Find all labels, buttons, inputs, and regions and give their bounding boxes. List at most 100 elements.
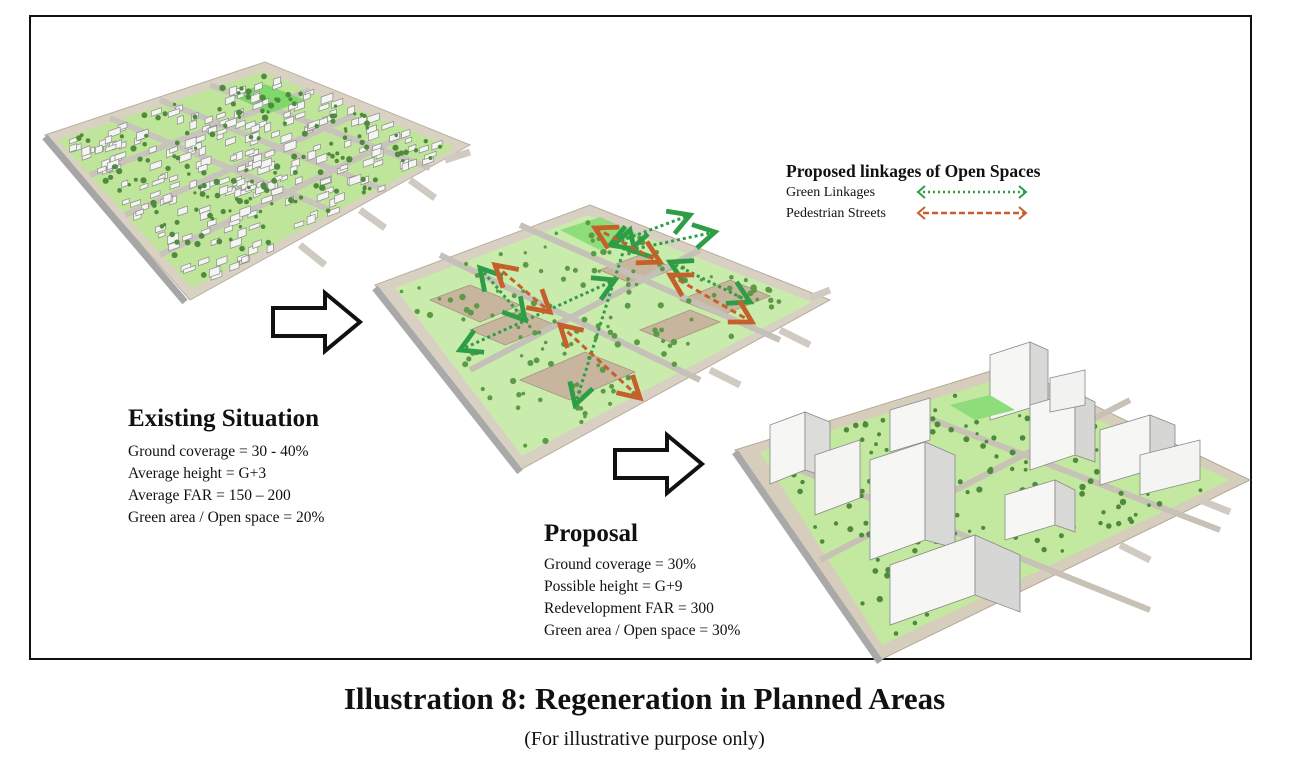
building-mark <box>219 184 229 196</box>
tree-mark <box>267 102 275 109</box>
tree-mark <box>342 135 348 140</box>
building-mark <box>135 208 144 217</box>
building-mark <box>247 209 258 219</box>
tree-mark <box>1119 498 1127 506</box>
tree-mark <box>112 164 118 170</box>
tree-mark <box>974 419 979 425</box>
building-mark <box>260 157 273 170</box>
tree-mark <box>464 261 469 266</box>
tree-mark <box>872 568 879 574</box>
tree-mark <box>912 620 918 626</box>
tree-mark <box>1009 449 1016 456</box>
tree-mark <box>819 539 825 544</box>
tree-mark <box>863 520 869 526</box>
tree-mark <box>509 377 517 385</box>
tree-mark <box>1198 488 1203 493</box>
tree-mark <box>1118 490 1124 496</box>
building-mark <box>162 192 172 205</box>
tree-mark <box>755 297 760 302</box>
tree-mark <box>542 437 549 444</box>
tree-mark <box>924 612 930 617</box>
tree-mark <box>292 170 298 175</box>
building-mark <box>252 100 264 111</box>
tree-mark <box>282 121 287 126</box>
tree-mark <box>119 134 124 139</box>
tree-mark <box>1098 520 1103 526</box>
tree-mark <box>480 386 485 392</box>
building-mark <box>106 158 120 171</box>
tree-mark <box>247 185 251 190</box>
building-mark <box>169 181 180 190</box>
tree-mark <box>1087 478 1094 485</box>
tree-mark <box>150 199 157 207</box>
tree-mark <box>466 356 472 362</box>
building-mark <box>208 265 221 278</box>
building-mark <box>229 85 237 97</box>
building-mark <box>271 129 280 139</box>
tree-mark <box>291 101 297 107</box>
tree-mark <box>172 102 177 106</box>
tree-mark <box>169 231 175 238</box>
tree-mark <box>228 237 233 242</box>
tree-mark <box>428 156 433 160</box>
tree-mark <box>216 238 223 245</box>
tree-mark <box>768 304 775 310</box>
tree-mark <box>162 111 168 117</box>
tree-mark <box>319 184 326 191</box>
tree-mark <box>361 190 366 195</box>
tree-mark <box>948 426 954 433</box>
building-mark <box>230 153 238 162</box>
proposal-stats: Ground coverage = 30% Possible height = … <box>544 554 740 642</box>
tree-mark <box>874 442 878 447</box>
existing-situation-title: Existing Situation <box>128 405 320 432</box>
tree-mark <box>533 357 540 364</box>
building-mark <box>179 151 192 164</box>
tree-mark <box>414 308 420 315</box>
tree-mark <box>1034 537 1041 544</box>
building-mark <box>150 107 162 117</box>
legend-title: Proposed linkages of Open Spaces <box>786 161 1041 181</box>
tree-mark <box>423 139 428 144</box>
tree-mark <box>230 101 236 107</box>
tree-mark <box>194 207 199 212</box>
tree-mark <box>394 133 399 138</box>
tree-mark <box>880 417 886 423</box>
tree-mark <box>1093 468 1100 475</box>
tree-mark <box>1147 503 1151 508</box>
proposal-ground-coverage: Ground coverage = 30% <box>544 556 697 573</box>
tree-mark <box>137 156 143 162</box>
building-mark <box>169 145 178 154</box>
building-mark <box>250 123 260 134</box>
tree-mark <box>863 421 867 425</box>
tree-mark <box>298 195 304 200</box>
tree-mark <box>523 443 528 448</box>
tree-mark <box>219 84 226 92</box>
tree-mark <box>187 172 191 176</box>
building-mark <box>216 127 228 136</box>
tree-mark <box>85 138 91 144</box>
building-mark <box>293 100 305 112</box>
tree-mark <box>102 177 109 184</box>
tree-mark <box>228 209 232 213</box>
building-mark <box>81 145 91 157</box>
tree-mark <box>108 174 114 180</box>
tree-mark <box>859 437 865 443</box>
tree-mark <box>274 97 278 102</box>
building-mark <box>271 185 284 197</box>
building-mark <box>344 139 352 149</box>
tree-mark <box>876 432 882 437</box>
building-mark <box>239 205 251 218</box>
tree-mark <box>364 144 370 150</box>
tree-mark <box>154 209 159 215</box>
building-mark <box>404 136 413 145</box>
building-mark <box>273 76 281 87</box>
tree-mark <box>184 130 190 136</box>
tree-mark <box>1106 523 1112 529</box>
tree-mark <box>964 424 968 428</box>
tree-mark <box>260 224 266 229</box>
building-mark <box>303 92 311 101</box>
building-mark <box>248 222 261 231</box>
tree-mark <box>256 136 261 141</box>
tree-mark <box>245 88 252 95</box>
